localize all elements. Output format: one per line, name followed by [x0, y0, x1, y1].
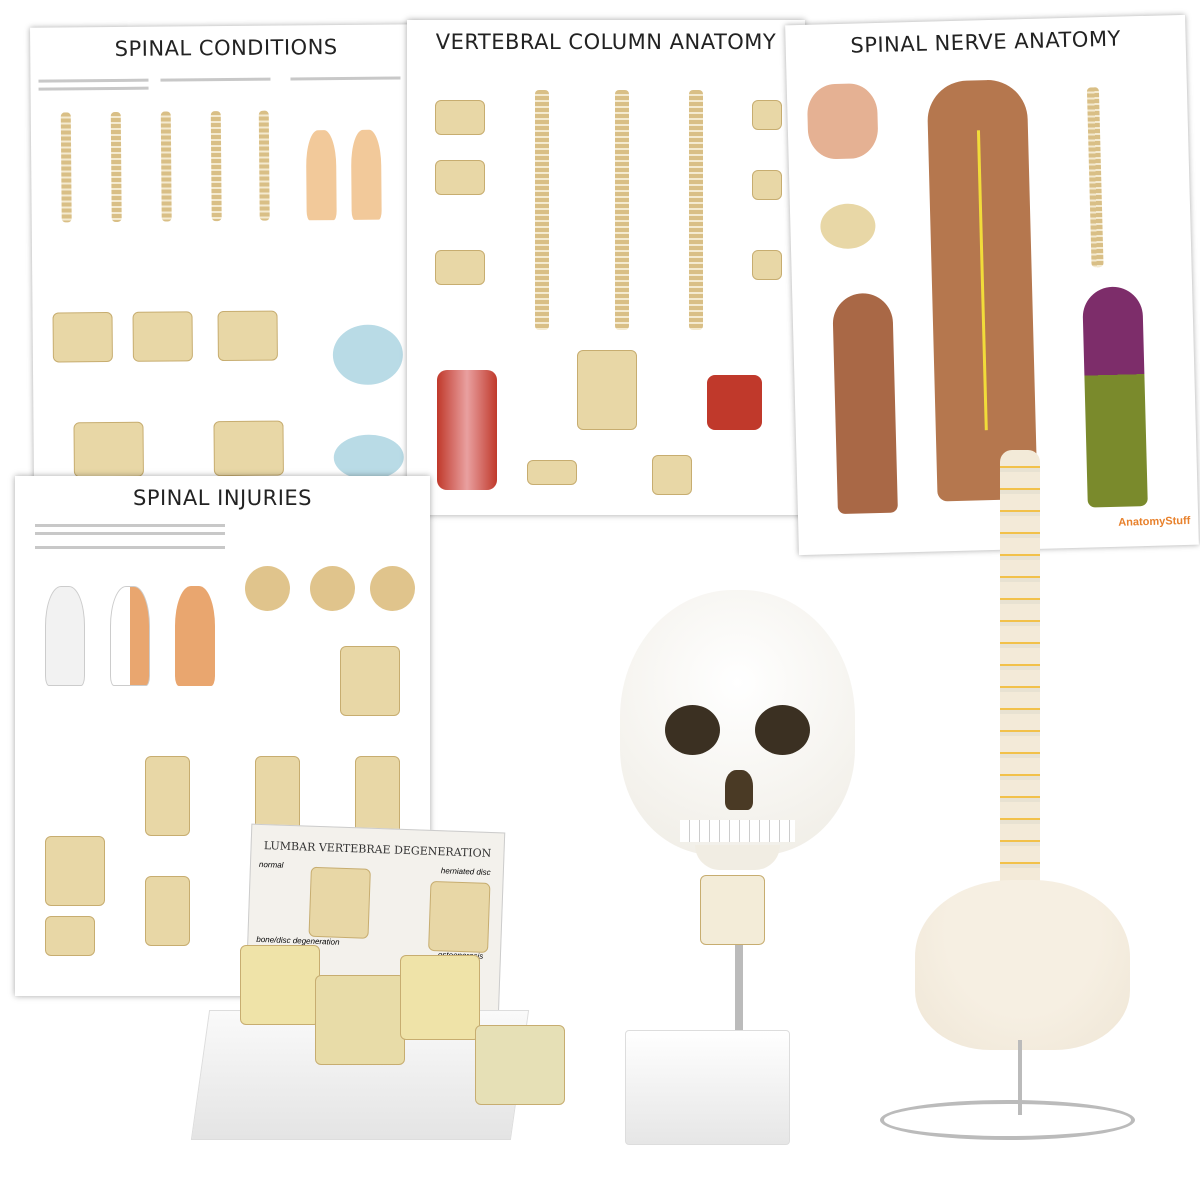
- poster-spinal-nerve-anatomy: SPINAL NERVE ANATOMY AnatomyStuff: [785, 14, 1199, 556]
- poster-spinal-injuries: SPINAL INJURIES: [15, 476, 430, 996]
- poster-title: VERTEBRAL COLUMN ANATOMY: [435, 30, 777, 54]
- poster-title: SPINAL CONDITIONS: [114, 35, 338, 61]
- lumbar-vertebra-model: [475, 1025, 565, 1105]
- skull-model: [620, 590, 855, 855]
- brand-logo: AnatomyStuff: [1118, 514, 1191, 529]
- card-title: LUMBAR VERTEBRAE DEGENERATION: [263, 839, 492, 861]
- poster-vertebral-column-anatomy: VERTEBRAL COLUMN ANATOMY: [407, 20, 805, 515]
- poster-title: SPINAL INJURIES: [133, 486, 312, 510]
- pelvis-model: [915, 880, 1130, 1050]
- card-label: normal: [258, 859, 284, 870]
- lumbar-vertebra-model: [240, 945, 320, 1025]
- poster-spinal-conditions: SPINAL CONDITIONS: [30, 24, 426, 484]
- lumbar-vertebra-model: [400, 955, 480, 1040]
- spine-stand: [880, 1100, 1135, 1140]
- spine-illustration: [60, 112, 72, 223]
- lumbar-vertebra-model: [315, 975, 405, 1065]
- skull-teeth: [680, 820, 795, 842]
- card-label: herniated disc: [440, 866, 491, 878]
- flexible-spine-model: [1000, 450, 1040, 900]
- poster-title: SPINAL NERVE ANATOMY: [850, 26, 1122, 58]
- skull-stand-base: [625, 1030, 790, 1145]
